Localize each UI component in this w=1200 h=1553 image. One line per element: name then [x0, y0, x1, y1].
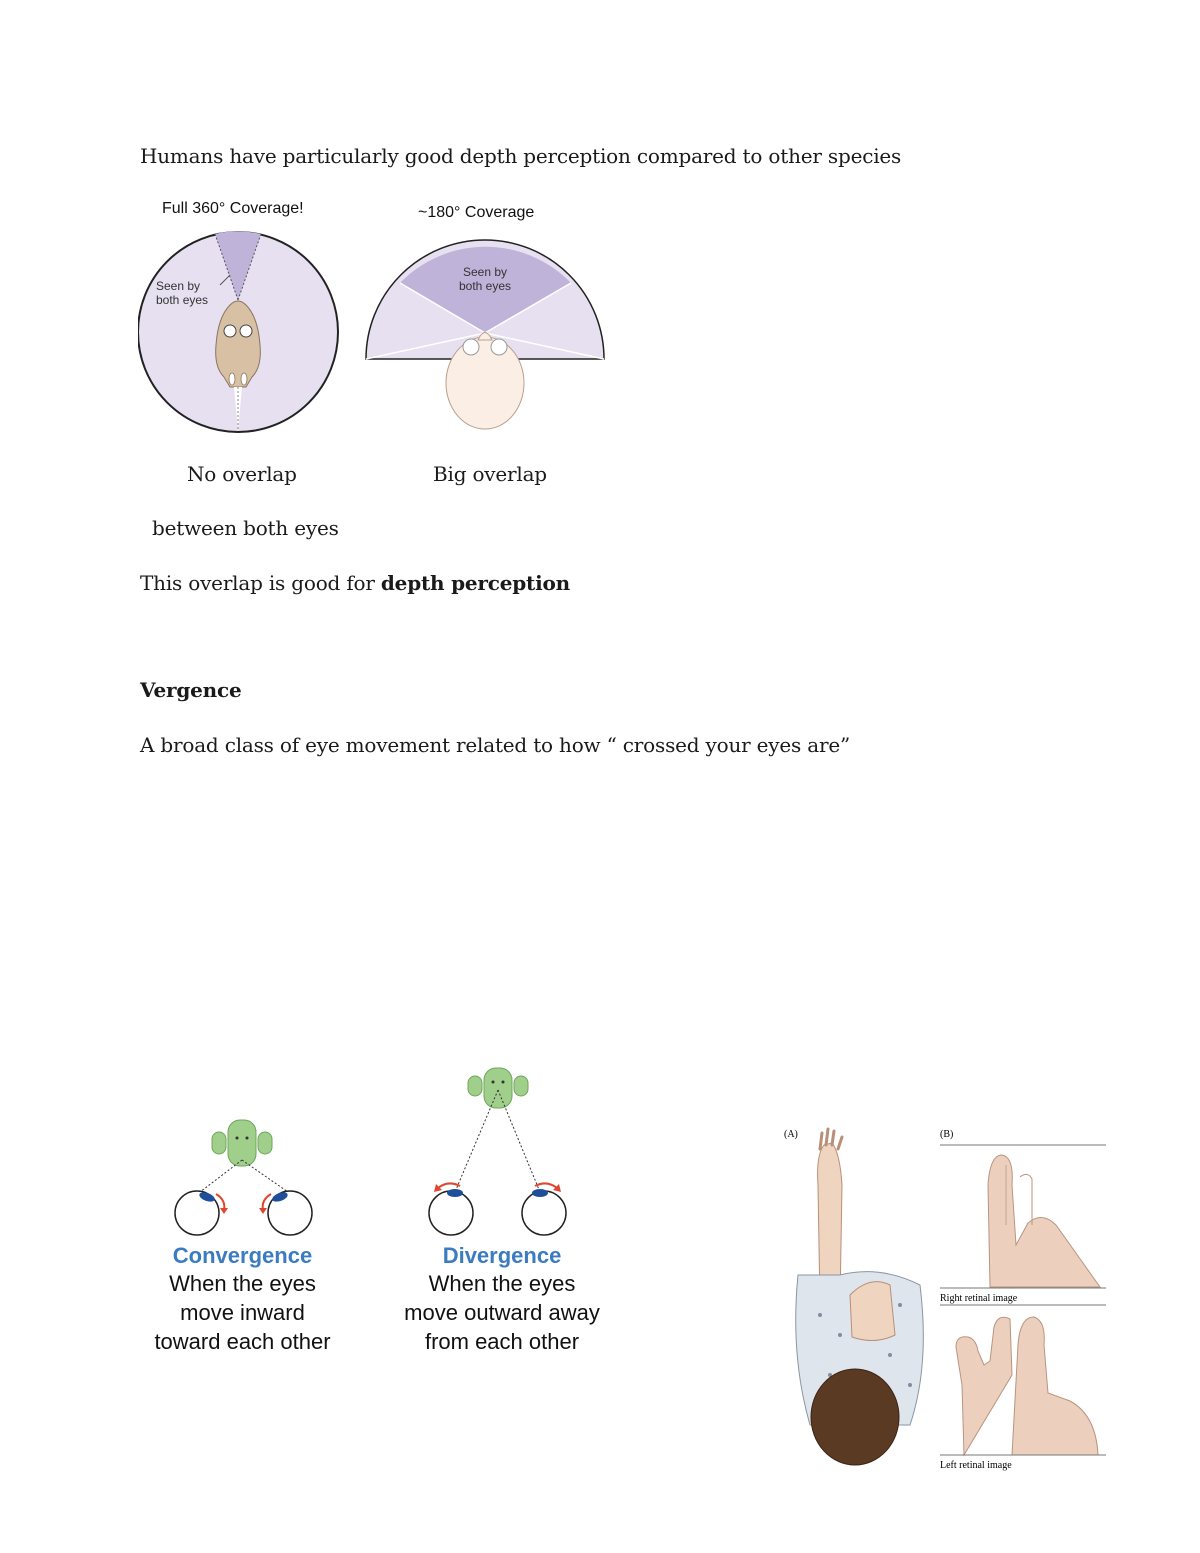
- left-retinal-hand: [955, 1316, 1099, 1457]
- right-overlap-wedge: [400, 246, 571, 333]
- right-retinal-hand: [987, 1154, 1101, 1288]
- convergence-text: Convergence When the eyes move inward to…: [140, 1243, 345, 1356]
- vergence-definition: A broad class of eye movement related to…: [140, 733, 851, 757]
- left-overlap-label: Seen by both eyes: [156, 279, 209, 307]
- divergence-text: Divergence When the eyes move outward aw…: [380, 1243, 624, 1356]
- divergence-right-eye: [521, 1190, 567, 1236]
- divergence-left-eye: [428, 1190, 474, 1236]
- field-of-view-figure: Full 360° Coverage! ~180° Coverage Seen …: [137, 195, 608, 440]
- convergence-left-eye: [174, 1190, 220, 1236]
- retinal-image-illustration: (A) (B) Right retinal image Left retinal…: [784, 1127, 1106, 1471]
- horse-head-shape: [215, 300, 261, 388]
- right-retinal-caption: Right retinal image: [940, 1293, 1018, 1304]
- left-overlap-wedge: [215, 231, 261, 300]
- divergence-title: Divergence: [442, 1243, 562, 1268]
- vergence-diagram: [174, 1067, 567, 1236]
- divergence-cactus-icon: [467, 1067, 529, 1109]
- depth-perception-bold: depth perception: [380, 571, 570, 595]
- panel-a-label: (A): [784, 1129, 798, 1140]
- overlap-sentence: This overlap is good for depth perceptio…: [140, 571, 570, 595]
- child-top-view-illustration: [795, 1127, 924, 1466]
- left-retinal-caption: Left retinal image: [940, 1460, 1012, 1471]
- left-figure-title: Full 360° Coverage!: [162, 200, 304, 217]
- human-head-shape: [445, 336, 525, 430]
- convergence-title: Convergence: [172, 1243, 313, 1268]
- convergence-cactus-icon: [211, 1119, 273, 1167]
- field-of-view-diagram: [137, 231, 605, 433]
- vergence-heading: Vergence: [140, 678, 242, 702]
- panel-b-label: (B): [940, 1129, 953, 1140]
- overlap-sentence-prefix: This overlap is good for: [140, 571, 381, 595]
- caption-no-overlap: No overlap: [187, 462, 297, 486]
- vergence-figure: Convergence When the eyes move inward to…: [140, 1060, 620, 1370]
- right-figure-title: ~180° Coverage: [418, 204, 535, 221]
- right-overlap-label: Seen by both eyes: [458, 265, 512, 293]
- retinal-image-figure: (A) (B) Right retinal image Left retinal…: [780, 1125, 1110, 1475]
- caption-big-overlap: Big overlap: [433, 462, 547, 486]
- intro-text: Humans have particularly good depth perc…: [140, 144, 902, 168]
- caption-between-eyes: between both eyes: [152, 516, 339, 540]
- convergence-right-eye: [267, 1190, 313, 1236]
